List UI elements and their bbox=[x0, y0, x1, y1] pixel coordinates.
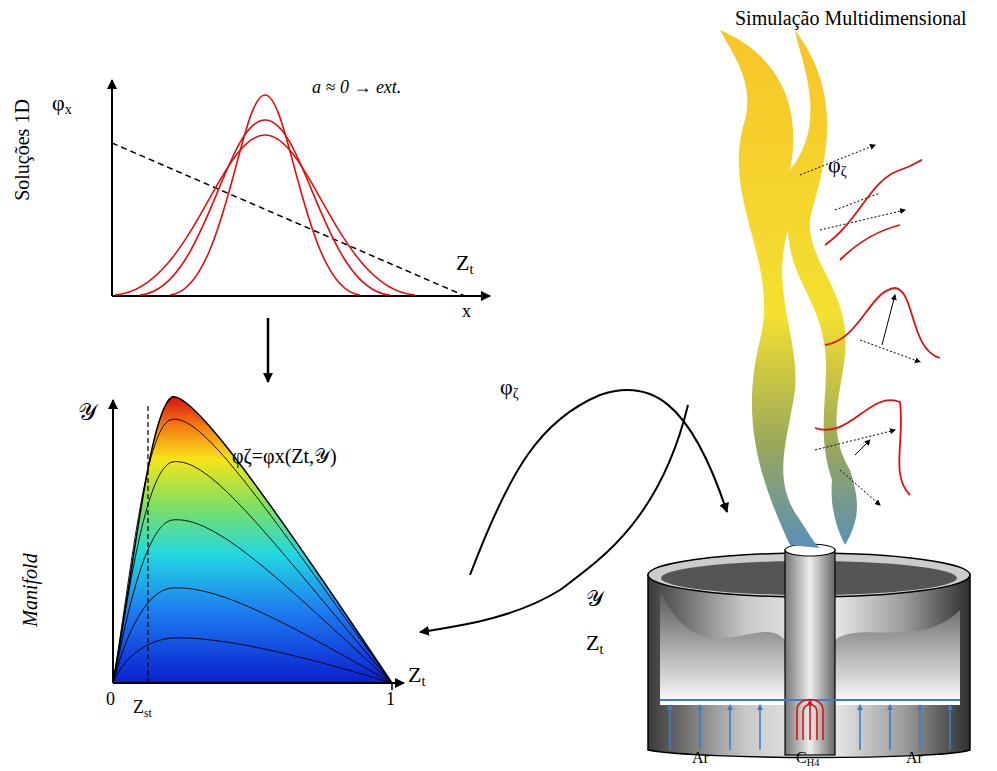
axis-label: Zt bbox=[408, 664, 425, 689]
inlet-label: CH4 bbox=[796, 750, 819, 769]
arrow-label: 𝒴 bbox=[586, 588, 603, 610]
arrow-label: φζ bbox=[500, 376, 519, 401]
line-label: Zt bbox=[456, 252, 473, 277]
axis-label: 𝒴 bbox=[78, 400, 97, 424]
panel-label: Manifold bbox=[20, 553, 40, 626]
mapping-formula: φζ=φx(Zt,𝒴) bbox=[232, 446, 337, 466]
tick-label: Zst bbox=[133, 698, 152, 719]
panel-label: Soluções 1D bbox=[12, 99, 32, 201]
tick-label: 0 bbox=[106, 690, 115, 708]
arrow-label: Zt bbox=[586, 632, 603, 657]
curve-note: a ≈ 0 → ext. bbox=[312, 78, 401, 96]
axis-label: x bbox=[462, 302, 471, 320]
inlet-label: Ar bbox=[692, 750, 709, 766]
flame-label: φζ bbox=[828, 154, 847, 179]
axis-label: φx bbox=[52, 92, 72, 117]
tick-label: 1 bbox=[386, 690, 395, 708]
inlet-label: Ar bbox=[906, 750, 923, 766]
figure-title: Simulação Multidimensional bbox=[735, 8, 967, 28]
